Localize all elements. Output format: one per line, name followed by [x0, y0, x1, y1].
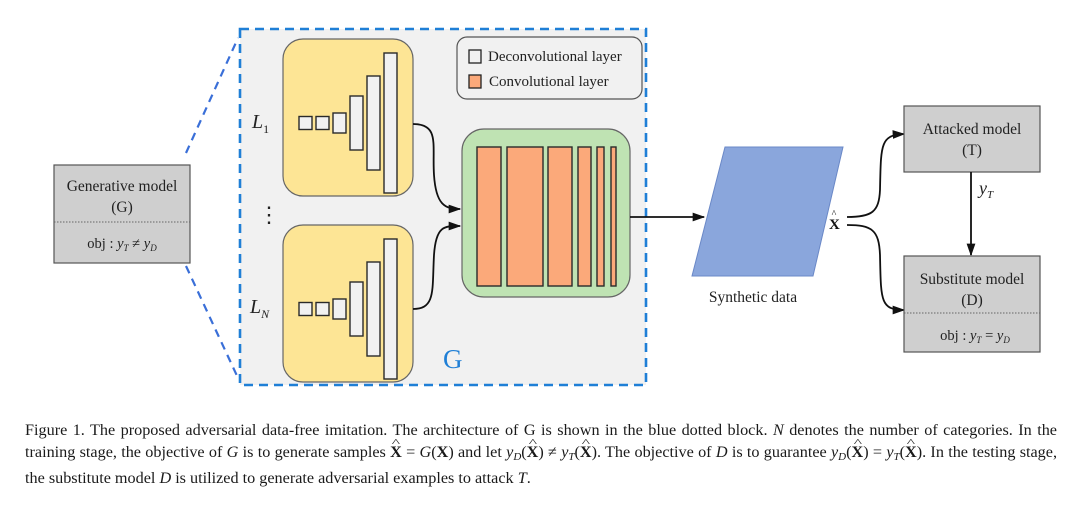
generative-model-title: Generative model — [67, 178, 178, 195]
deconv-layer — [349, 95, 364, 151]
deconv-block-ln[interactable] — [282, 224, 414, 383]
figure-caption: Figure 1. The proposed adversarial data-… — [25, 420, 1057, 490]
substitute-model-symbol: (D) — [961, 292, 983, 309]
conv-block[interactable] — [461, 128, 631, 298]
deconv-layer — [315, 301, 330, 317]
conv-layer — [506, 146, 544, 287]
caption-text: ) — [448, 442, 454, 461]
caption-var: y — [561, 442, 569, 461]
substitute-model-box[interactable]: Substitute model (D) obj : yT = yD — [903, 255, 1041, 353]
caption-var: X — [905, 442, 917, 464]
caption-var: X — [852, 442, 864, 464]
deconv-layer — [366, 75, 381, 171]
caption-text: is to guarantee — [727, 442, 831, 461]
deconv-layer — [315, 115, 330, 131]
deconv-layer — [383, 238, 398, 380]
caption-var: N — [772, 421, 784, 439]
caption-text: and let — [453, 442, 507, 461]
caption-text: is utilized to generate adversarial exam… — [171, 469, 518, 487]
legend-swatch-conv — [468, 74, 482, 89]
deconv-layer — [383, 52, 398, 194]
deconv-layer — [332, 112, 347, 134]
legend-label-deconv: Deconvolutional layer — [488, 49, 622, 65]
caption-text: = — [868, 442, 887, 461]
legend-swatch-deconv — [468, 49, 482, 64]
arrow-ln-to-conv — [412, 221, 462, 310]
caption-var: T — [517, 469, 527, 487]
caption-var: D — [159, 469, 172, 487]
attacked-model-title: Attacked model — [923, 121, 1022, 138]
conv-layer — [476, 146, 502, 287]
caption-var: y — [886, 442, 894, 461]
caption-var: D — [715, 442, 728, 461]
legend-label-conv: Convolutional layer — [489, 74, 609, 90]
caption-var: G — [226, 442, 239, 461]
caption-text: is to generate samples — [238, 442, 391, 461]
caption-sub: D — [513, 450, 522, 463]
conv-layer — [577, 146, 592, 287]
caption-figure-label: Figure 1. — [25, 421, 85, 439]
caption-text: . The objective of — [597, 442, 716, 461]
synthetic-output-symbol: X — [829, 217, 840, 233]
edge-label-yt: yT — [977, 178, 994, 201]
deconv-layer — [366, 261, 381, 357]
caption-var: X — [580, 442, 592, 464]
substitute-model-objective: obj : yT = yD — [940, 328, 1010, 345]
g-block-label: G — [443, 344, 463, 374]
arrow-x-to-substitute — [846, 224, 906, 315]
arrow-l1-to-conv — [412, 123, 462, 214]
caption-var: X — [527, 442, 539, 464]
zoom-line-bottom — [185, 265, 239, 379]
arrow-x-to-attacked — [846, 130, 906, 218]
conv-layer — [596, 146, 605, 287]
caption-text: . In the testing stage, the substitute m… — [25, 442, 1058, 488]
ellipsis: ⋮ — [258, 202, 280, 227]
deconv-layer — [349, 281, 364, 337]
deconv-block-l1[interactable] — [282, 38, 414, 197]
caption-sub: T — [568, 450, 575, 463]
architecture-diagram: Generative model (G) obj : yT ≠ yD Decon… — [53, 27, 1041, 387]
legend: Deconvolutional layer Convolutional laye… — [456, 36, 643, 100]
deconv-layer — [298, 115, 313, 131]
deconv-layer — [298, 301, 313, 317]
synthetic-output-hat: ^ — [832, 209, 837, 220]
caption-sub: T — [893, 450, 900, 463]
caption-var: y — [506, 442, 514, 461]
synthetic-data-shape[interactable] — [691, 146, 844, 277]
substitute-model-title: Substitute model — [920, 271, 1025, 288]
attacked-model-box[interactable]: Attacked model (T) — [903, 105, 1041, 173]
caption-var: X — [436, 442, 449, 461]
conv-layer — [547, 146, 573, 287]
caption-text: ( — [431, 442, 437, 461]
zoom-line-top — [184, 37, 240, 154]
generative-model-objective: obj : yT ≠ yD — [87, 236, 157, 253]
caption-var: G — [419, 442, 432, 461]
attacked-model-symbol: (T) — [962, 142, 982, 159]
generative-model-symbol: (G) — [111, 199, 133, 216]
caption-var: X — [390, 442, 402, 464]
caption-text: ≠ — [543, 442, 562, 461]
synthetic-data-label: Synthetic data — [709, 289, 797, 306]
caption-text: . — [526, 469, 531, 487]
conv-layer — [610, 146, 617, 287]
caption-text: The proposed adversarial data-free imita… — [84, 421, 773, 439]
deconv-layer — [332, 298, 347, 320]
generative-model-box[interactable]: Generative model (G) obj : yT ≠ yD — [53, 164, 191, 264]
branch-label-l1: L1 — [251, 111, 269, 136]
branch-label-ln: LN — [249, 296, 270, 321]
caption-sub: D — [838, 450, 847, 463]
caption-text: = — [401, 442, 420, 461]
caption-var: y — [830, 442, 839, 461]
